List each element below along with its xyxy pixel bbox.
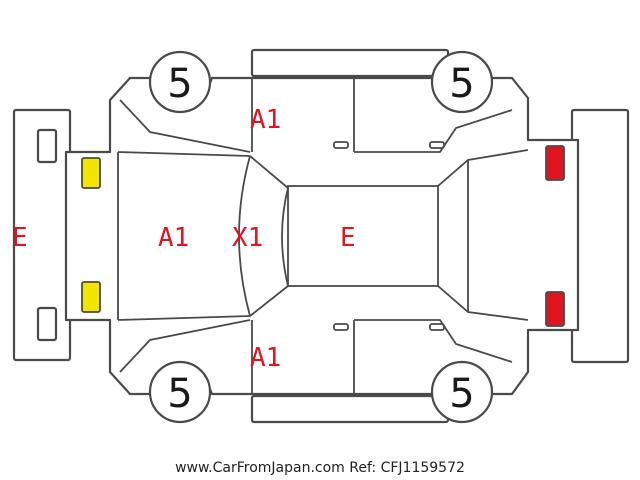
mark-lower-front-fender: A1 bbox=[250, 343, 281, 373]
tire-grade-rear-right: 5 bbox=[449, 371, 474, 417]
tire-grade-rear-left: 5 bbox=[449, 61, 474, 107]
tire-grade-front-right: 5 bbox=[167, 371, 192, 417]
tire-front-left: 5 bbox=[148, 50, 212, 114]
door-handle-lower-front bbox=[333, 323, 349, 331]
mark-hood: A1 bbox=[158, 223, 189, 253]
mark-front-bumper: E bbox=[12, 223, 28, 253]
upper-running-board bbox=[250, 48, 450, 78]
rear-right-lamp bbox=[545, 291, 565, 327]
source-footer: www.CarFromJapan.com Ref: CFJ1159572 bbox=[175, 460, 465, 476]
tire-front-right: 5 bbox=[148, 360, 212, 424]
mark-upper-front-fender: A1 bbox=[250, 105, 281, 135]
front-left-lamp bbox=[81, 157, 101, 189]
front-bumper-clip-top bbox=[36, 128, 58, 164]
mark-roof: E bbox=[340, 223, 356, 253]
mark-windshield: X1 bbox=[232, 223, 263, 253]
tire-rear-left: 5 bbox=[430, 50, 494, 114]
rear-bumper bbox=[570, 108, 630, 364]
door-handle-lower-rear bbox=[429, 323, 445, 331]
front-right-lamp bbox=[81, 281, 101, 313]
car-body bbox=[64, 76, 580, 396]
rear-left-lamp bbox=[545, 145, 565, 181]
door-handle-upper-front bbox=[333, 141, 349, 149]
front-bumper-clip-bottom bbox=[36, 306, 58, 342]
door-handle-upper-rear bbox=[429, 141, 445, 149]
lower-running-board bbox=[250, 394, 450, 424]
tire-grade-front-left: 5 bbox=[167, 61, 192, 107]
tire-rear-right: 5 bbox=[430, 360, 494, 424]
